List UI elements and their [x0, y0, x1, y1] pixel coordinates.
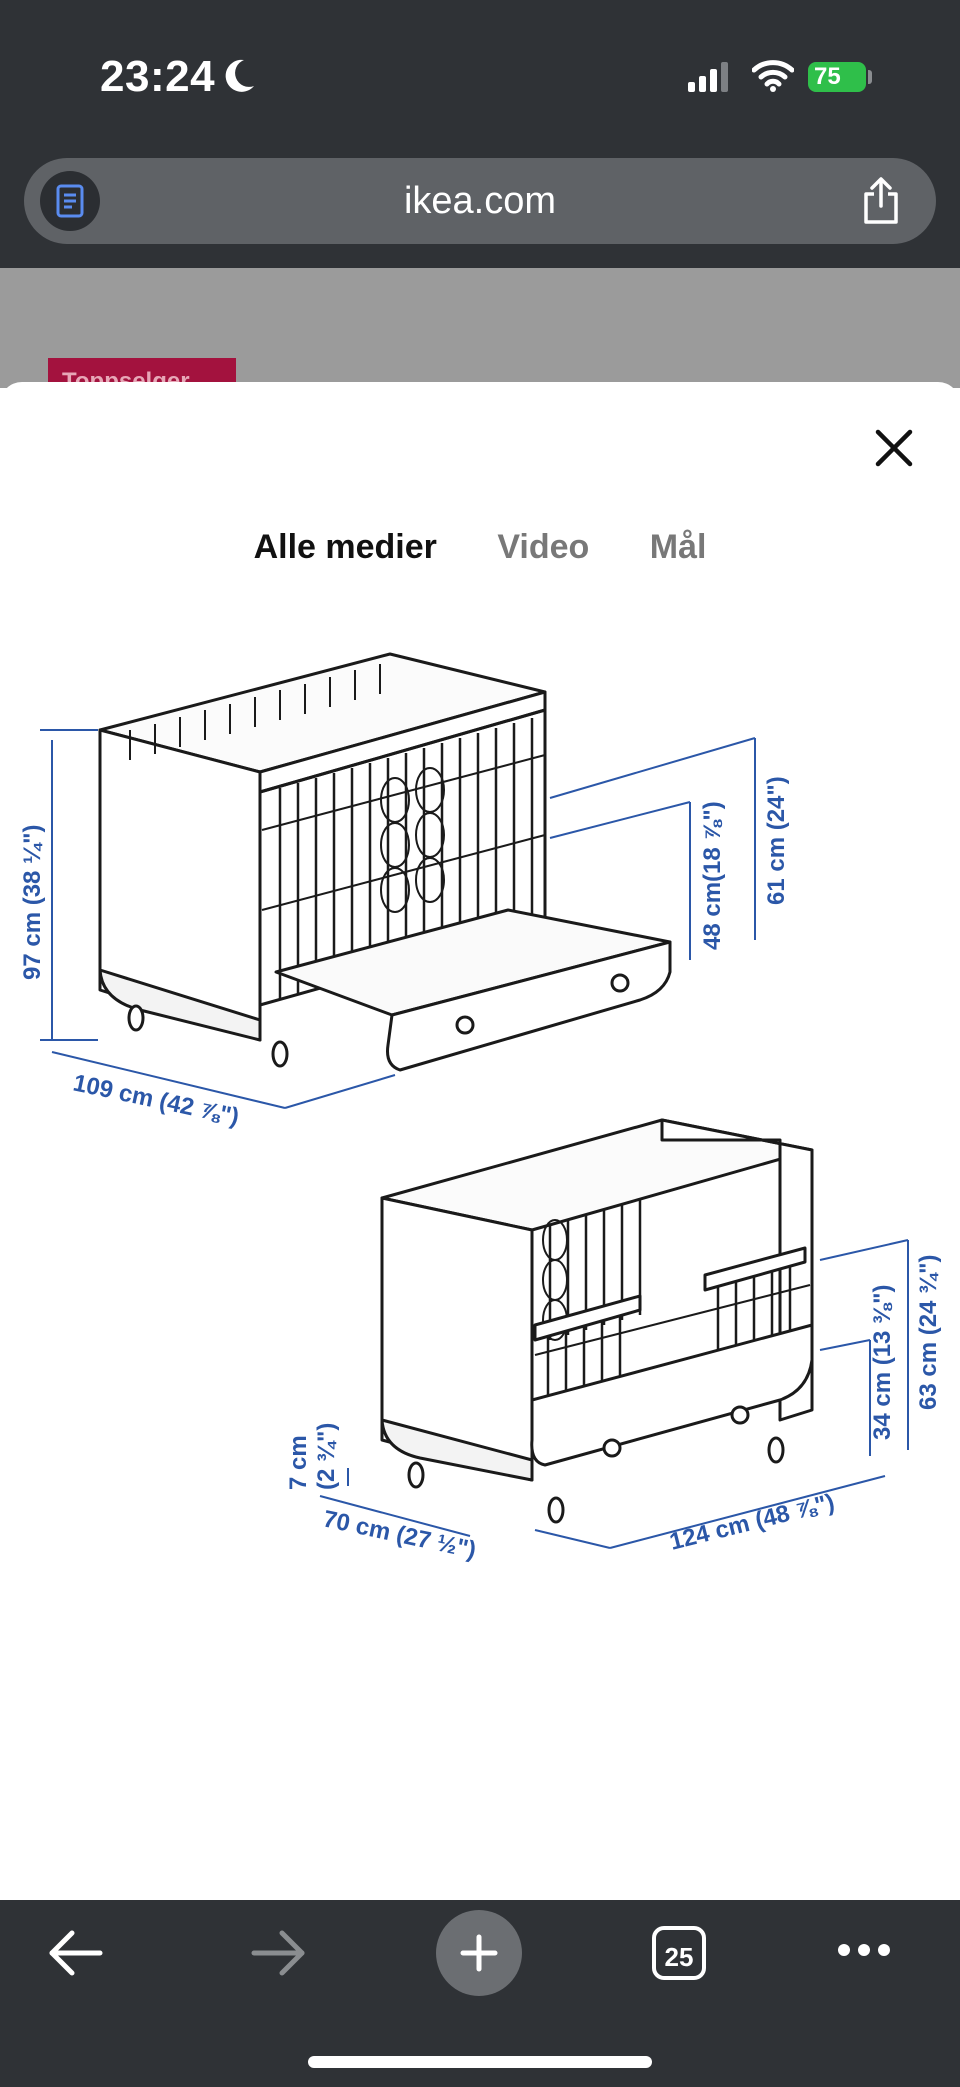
- dim-bed-height-low: 34 cm (13 ⅜"): [869, 1285, 896, 1440]
- back-arrow-icon[interactable]: [46, 1928, 106, 1978]
- battery-cap: [868, 70, 872, 84]
- bed-drawer-knob-left: [602, 1438, 622, 1458]
- dim-rail-low: 48 cm(18 ⅞"): [699, 801, 726, 950]
- status-bar: 23:24 75 ikea.com: [0, 0, 960, 268]
- dim-length: 124 cm (48 ⅞"): [667, 1489, 837, 1556]
- dim-rail-high: 61 cm (24"): [763, 776, 790, 905]
- crib-side-base: [98, 968, 262, 1042]
- crib-back-bars: [129, 664, 381, 760]
- more-icon[interactable]: [836, 1942, 892, 1958]
- crib-leg-front: [271, 1040, 289, 1068]
- bed-side-base: [380, 1418, 534, 1482]
- dim-leg-height-in: (2 ¾"): [313, 1423, 340, 1490]
- bed-leg-right: [767, 1436, 785, 1464]
- bed-guard-bars-right: [716, 1266, 792, 1360]
- reader-button[interactable]: [40, 171, 100, 231]
- address-bar[interactable]: ikea.com: [24, 158, 936, 244]
- battery-level: 75: [814, 63, 841, 90]
- dim-leg-height: 7 cm: [285, 1435, 312, 1490]
- bed-leg-front: [547, 1496, 565, 1524]
- crib-mattress-line: [261, 754, 546, 831]
- dim-depth-top: 109 cm (42 ⅞"): [71, 1069, 242, 1131]
- crib-dimension-drawing: 97 cm (38 ¼") 109 cm (42 ⅞") 48 cm(18 ⅞"…: [19, 652, 942, 1564]
- signal-icon: [688, 62, 728, 92]
- crib-bar-pattern: [380, 767, 445, 913]
- wifi-icon: [752, 60, 794, 92]
- drawer-front: [386, 940, 672, 1072]
- new-tab-button[interactable]: [436, 1910, 522, 1996]
- bed-drawer-knob-right: [730, 1405, 750, 1425]
- dim-bed-height-high: 63 cm (24 ¾"): [915, 1255, 942, 1410]
- share-icon[interactable]: [860, 176, 902, 226]
- bed-slats: [534, 1284, 811, 1356]
- tab-all-media[interactable]: Alle medier: [253, 528, 437, 566]
- battery-icon: 75: [808, 62, 866, 92]
- dim-depth: 70 cm (27 ½"): [321, 1505, 479, 1564]
- home-indicator: [308, 2056, 652, 2068]
- dim-height-total: 97 cm (38 ¼"): [19, 825, 46, 980]
- bed-leg-left: [407, 1461, 425, 1489]
- drawer-knob-left: [455, 1015, 475, 1035]
- moon-icon: [225, 59, 254, 92]
- crib-leg-left: [127, 1004, 145, 1032]
- tab-video[interactable]: Video: [497, 528, 590, 566]
- reader-icon: [56, 184, 84, 218]
- close-icon[interactable]: [872, 426, 916, 470]
- url-text[interactable]: ikea.com: [403, 180, 557, 222]
- plus-icon: [460, 1934, 498, 1972]
- media-tabs: Alle medier Video Mål: [0, 528, 960, 588]
- forward-arrow-icon[interactable]: [248, 1928, 308, 1978]
- tab-dimensions[interactable]: Mål: [649, 528, 707, 566]
- tabs-icon[interactable]: 25: [652, 1926, 706, 1980]
- clock: 23:24: [100, 52, 216, 101]
- media-modal: [0, 382, 960, 1902]
- bed-guard-rail-left: [533, 1294, 642, 1342]
- drawer-knob-right: [610, 973, 630, 993]
- bed-guard-rail-right: [703, 1246, 807, 1292]
- bed-drawer-front: [530, 1323, 814, 1467]
